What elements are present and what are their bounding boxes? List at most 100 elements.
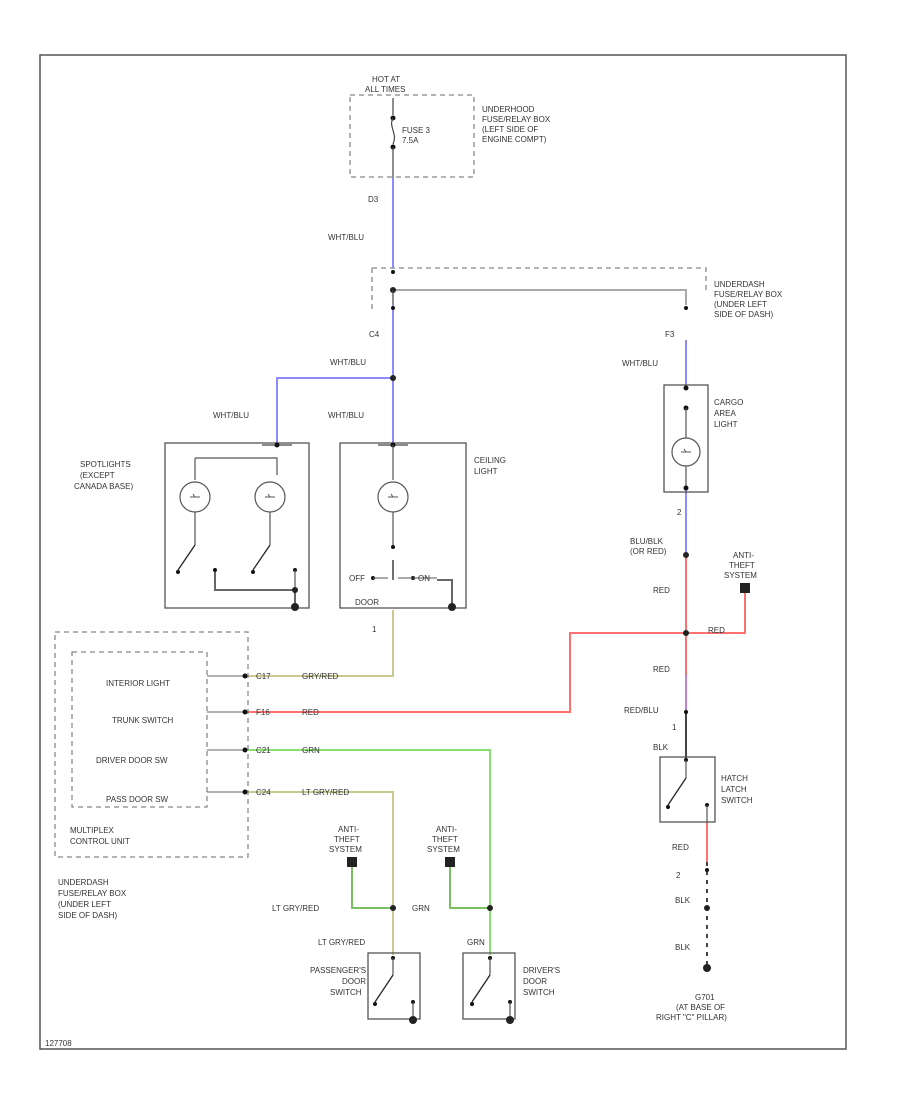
- wire-grn-driver: [245, 749, 491, 955]
- anti-theft-2-l3: SYSTEM: [427, 845, 460, 854]
- wire-label-blk-1: BLK: [653, 743, 669, 752]
- ground-label-3: RIGHT "C" PILLAR): [656, 1013, 727, 1022]
- ceiling-switch-on: ON: [418, 574, 430, 583]
- spotlights-label-2: (EXCEPT: [80, 471, 115, 480]
- fuse-3-label: FUSE 3: [402, 126, 431, 135]
- ground-label-1: G701: [695, 993, 715, 1002]
- underdash-box-line2: FUSE/RELAY BOX: [714, 290, 783, 299]
- wire-label-grn-1: GRN: [302, 746, 320, 755]
- wire-label-wht-blu-3: WHT/BLU: [213, 411, 249, 420]
- wire-label-blk-3: BLK: [675, 943, 691, 952]
- wire-red-trunk: [245, 632, 686, 713]
- mcu-item-pass-door: PASS DOOR SW: [106, 795, 169, 804]
- spotlights-label-1: SPOTLIGHTS: [80, 460, 131, 469]
- ceiling-light: OFF ON DOOR CEILING LIGHT: [339, 442, 506, 611]
- wire-label-red-2: RED: [708, 626, 725, 635]
- underdash-box-line4: SIDE OF DASH): [714, 310, 773, 319]
- wire-label-wht-blu-2: WHT/BLU: [330, 358, 366, 367]
- mcu-pin-c24: C24: [256, 788, 271, 797]
- wire-label-blu-blk: BLU/BLK: [630, 537, 664, 546]
- cargo-light-label-3: LIGHT: [714, 420, 738, 429]
- all-times-label: ALL TIMES: [365, 85, 405, 94]
- ceiling-light-label-1: CEILING: [474, 456, 506, 465]
- underdash-box-line3: (UNDER LEFT: [714, 300, 767, 309]
- mcu-item-trunk-switch: TRUNK SWITCH: [112, 716, 174, 725]
- wire-label-lt-gry-red-3: LT GRY/RED: [318, 938, 365, 947]
- wire-label-grn-3: GRN: [467, 938, 485, 947]
- anti-theft-1-l3: SYSTEM: [329, 845, 362, 854]
- underhood-box-line1: UNDERHOOD: [482, 105, 535, 114]
- wire-label-wht-blu-5: WHT/BLU: [622, 359, 658, 368]
- anti-theft-system-1: ANTI- THEFT SYSTEM: [329, 825, 362, 867]
- wire-label-red-4: RED: [302, 708, 319, 717]
- wire-ceiling-ground: [437, 579, 453, 605]
- connector-pin-1b: 1: [672, 723, 677, 732]
- wire-bus-gray: [393, 289, 687, 305]
- wire-label-red-5: RED: [672, 843, 689, 852]
- wire-antitheft1: [351, 862, 393, 909]
- hatch-switch-label-2: LATCH: [721, 785, 747, 794]
- ceiling-switch-off: OFF: [349, 574, 365, 583]
- cargo-light-label-1: CARGO: [714, 398, 743, 407]
- mcu-location-4: SIDE OF DASH): [58, 911, 117, 920]
- ceiling-light-label-2: LIGHT: [474, 467, 498, 476]
- mcu-label-2: CONTROL UNIT: [70, 837, 130, 846]
- spotlights: SPOTLIGHTS (EXCEPT CANADA BASE): [74, 442, 310, 611]
- driver-switch-l3: SWITCH: [523, 988, 555, 997]
- wire-gry-red: [245, 610, 394, 677]
- mcu-label-1: MULTIPLEX: [70, 826, 115, 835]
- cargo-area-light: CARGO AREA LIGHT: [663, 384, 743, 493]
- wire-label-gry-red: GRY/RED: [302, 672, 339, 681]
- driver-switch-l1: DRIVER'S: [523, 966, 560, 975]
- fuse-3-rating: 7.5A: [402, 136, 419, 145]
- connector-c4: C4: [369, 330, 380, 339]
- hatch-switch-label-3: SWITCH: [721, 796, 753, 805]
- mcu-location-2: FUSE/RELAY BOX: [58, 889, 127, 898]
- wire-label-grn-2: GRN: [412, 904, 430, 913]
- diagram-frame: [39, 54, 847, 1050]
- splice-cargo: [683, 552, 689, 558]
- driver-switch-l2: DOOR: [523, 977, 547, 986]
- connector-pin-2b: 2: [676, 871, 681, 880]
- underdash-box-line1: UNDERDASH: [714, 280, 765, 289]
- wire-label-red-blu: RED/BLU: [624, 706, 659, 715]
- footer-code: 127708: [45, 1039, 72, 1048]
- passenger-switch-l1: PASSENGER'S: [310, 966, 366, 975]
- fuse-box-underdash: UNDERDASH FUSE/RELAY BOX (UNDER LEFT SID…: [371, 267, 783, 319]
- ceiling-switch-door: DOOR: [355, 598, 379, 607]
- multiplex-control-unit: INTERIOR LIGHT TRUNK SWITCH DRIVER DOOR …: [54, 631, 271, 920]
- wire-label-red-3: RED: [653, 665, 670, 674]
- anti-theft-top-3: SYSTEM: [724, 571, 757, 580]
- mcu-location-1: UNDERDASH: [58, 878, 109, 887]
- hot-at-label: HOT AT: [372, 75, 400, 84]
- wire-antitheft2: [449, 862, 490, 909]
- wire-label-red-1: RED: [653, 586, 670, 595]
- mcu-pin-c17: C17: [256, 672, 271, 681]
- anti-theft-1-l1: ANTI-: [338, 825, 359, 834]
- connector-d3: D3: [368, 195, 379, 204]
- anti-theft-2-l1: ANTI-: [436, 825, 457, 834]
- wire-label-wht-blu-1: WHT/BLU: [328, 233, 364, 242]
- anti-theft-2-l2: THEFT: [432, 835, 458, 844]
- wire-wht-blu-spot: [276, 377, 393, 445]
- passenger-door-switch: PASSENGER'S DOOR SWITCH: [310, 952, 421, 1024]
- fuse-box-underhood: HOT AT ALL TIMES FUSE 3 7.5A UNDERHOOD F…: [349, 75, 551, 178]
- anti-theft-system-top: ANTI- THEFT SYSTEM: [724, 551, 757, 593]
- cargo-light-label-2: AREA: [714, 409, 736, 418]
- wire-label-or-red: (OR RED): [630, 547, 667, 556]
- wire-spot-ground: [214, 570, 296, 605]
- driver-door-switch: DRIVER'S DOOR SWITCH: [462, 952, 560, 1024]
- wire-label-blk-2: BLK: [675, 896, 691, 905]
- wire-label-lt-gry-red-2: LT GRY/RED: [272, 904, 319, 913]
- spotlights-label-3: CANADA BASE): [74, 482, 133, 491]
- connector-pin-1: 1: [372, 625, 377, 634]
- hatch-latch-switch: HATCH LATCH SWITCH: [659, 756, 753, 823]
- ground-g701: [703, 964, 711, 972]
- wire-ltgry-pass: [245, 791, 394, 955]
- anti-theft-top-2: THEFT: [729, 561, 755, 570]
- anti-theft-system-2: ANTI- THEFT SYSTEM: [427, 825, 460, 867]
- passenger-switch-l3: SWITCH: [330, 988, 362, 997]
- wire-label-wht-blu-4: WHT/BLU: [328, 411, 364, 420]
- mcu-item-interior-light: INTERIOR LIGHT: [106, 679, 170, 688]
